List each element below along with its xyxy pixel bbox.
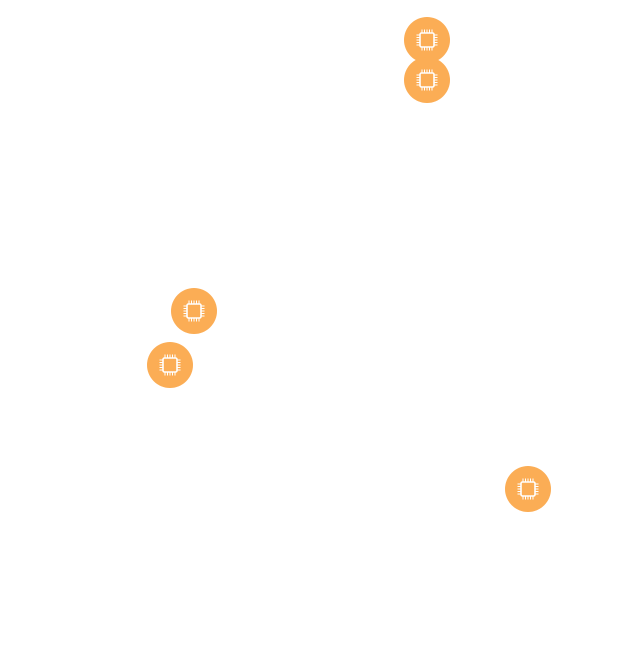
cpu-node[interactable] — [505, 466, 551, 512]
cpu-chip-icon — [181, 298, 207, 324]
cpu-node[interactable] — [147, 342, 193, 388]
cpu-chip-icon — [414, 27, 440, 53]
cpu-node[interactable] — [171, 288, 217, 334]
cpu-chip-icon — [414, 67, 440, 93]
cpu-chip-icon — [157, 352, 183, 378]
cpu-node[interactable] — [404, 17, 450, 63]
cpu-chip-icon — [515, 476, 541, 502]
cpu-node[interactable] — [404, 57, 450, 103]
